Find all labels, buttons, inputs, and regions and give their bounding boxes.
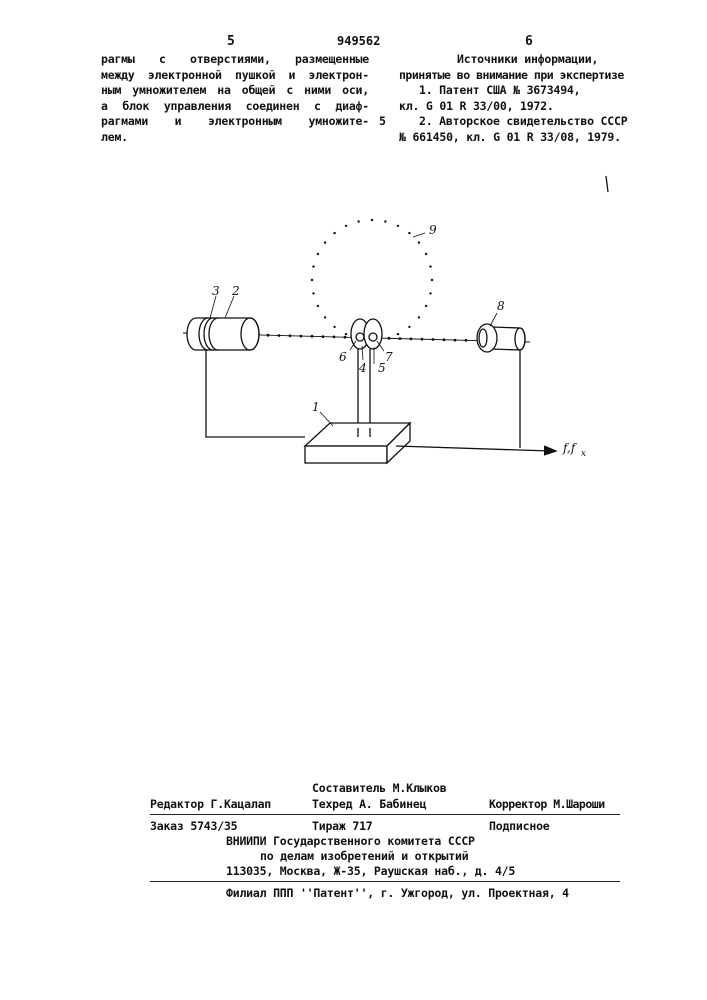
trajectory-dot <box>312 265 314 267</box>
electron-multiplier-8 <box>477 324 525 352</box>
label-4: 4 <box>358 361 367 375</box>
circulation-line: Тираж 717 <box>312 819 373 833</box>
beam-dot <box>322 335 325 338</box>
label-output-sub: x <box>581 449 586 459</box>
editor-line: Редактор Г.Кацалап <box>150 797 271 811</box>
beam-dot <box>300 335 303 338</box>
trajectory-dot <box>397 333 399 335</box>
label-7: 7 <box>385 350 393 364</box>
trajectory-dot <box>312 292 314 294</box>
leader-9 <box>413 233 425 237</box>
trajectory-dot <box>324 241 326 243</box>
beam-dot <box>399 337 402 340</box>
leader-3 <box>210 296 216 318</box>
trajectory-dot <box>357 220 359 222</box>
org-line-1: ВНИИПИ Государственного комитета СССР <box>226 834 475 848</box>
trajectory-dot <box>317 253 319 255</box>
org-line-2: по делам изобретений и открытий <box>260 849 468 863</box>
footer-rule-top <box>150 814 620 815</box>
trajectory-dot <box>408 232 410 234</box>
label-2: 2 <box>231 284 240 298</box>
order-line: Заказ 5743/35 <box>150 819 237 833</box>
beam-dot <box>278 334 281 337</box>
beam-dot <box>289 334 292 337</box>
label-8: 8 <box>497 299 505 313</box>
patent-figure: 3 2 9 8 6 4 7 5 1 f,f x <box>0 0 707 520</box>
trajectory-dot <box>384 220 386 222</box>
label-6: 6 <box>339 350 347 364</box>
label-1: 1 <box>312 400 320 414</box>
leader-8 <box>490 313 497 326</box>
compiler-line: Составитель М.Клыков <box>312 781 446 795</box>
trajectory-dot <box>425 305 427 307</box>
wire-gun-to-block <box>206 350 305 437</box>
branch-line: Филиал ППП ''Патент'', г. Ужгород, ул. П… <box>226 886 569 900</box>
beam-dot <box>388 337 391 340</box>
trajectory-dot <box>418 241 420 243</box>
trajectory-dot <box>311 279 313 281</box>
trajectory-dot <box>345 333 347 335</box>
beam-dot <box>454 339 457 342</box>
beam-dot <box>465 339 468 342</box>
beam-dot <box>333 336 336 339</box>
label-3: 3 <box>212 284 220 298</box>
trajectory-dot <box>397 225 399 227</box>
beam-dot <box>267 334 270 337</box>
label-5: 5 <box>378 361 386 375</box>
output-arrow <box>544 446 556 455</box>
beam-dot <box>443 338 446 341</box>
trajectory-dot <box>333 232 335 234</box>
diaphragms-6-7 <box>351 319 382 349</box>
leader-1 <box>320 412 333 426</box>
leader-2 <box>225 296 234 318</box>
trajectory-dot <box>431 279 433 281</box>
trajectory-dot <box>425 253 427 255</box>
trajectory-dot <box>371 219 373 221</box>
beam-dot <box>432 338 435 341</box>
beam-dot <box>311 335 314 338</box>
trajectory-dot <box>429 292 431 294</box>
trajectory-dot <box>345 225 347 227</box>
electron-gun <box>187 318 259 350</box>
output-line <box>396 446 550 451</box>
trajectory-dot <box>317 305 319 307</box>
subscription-line: Подписное <box>489 819 550 833</box>
beam-dot <box>421 338 424 341</box>
trajectory-dot <box>418 316 420 318</box>
beam-dot <box>344 336 347 339</box>
trajectory-dot <box>324 316 326 318</box>
trajectory-dot <box>333 326 335 328</box>
address-line: 113035, Москва, Ж-35, Раушская наб., д. … <box>226 864 515 878</box>
stray-mark <box>606 176 608 192</box>
techred-line: Техред А. Бабинец <box>312 797 426 811</box>
corrector-line: Корректор М.Шароши <box>489 797 605 811</box>
trajectory-dot <box>408 326 410 328</box>
trajectory-dot <box>429 265 431 267</box>
label-9: 9 <box>429 223 437 237</box>
footer-rule-bottom <box>150 881 620 882</box>
label-output: f,f <box>562 441 578 455</box>
beam-dot <box>410 338 413 341</box>
